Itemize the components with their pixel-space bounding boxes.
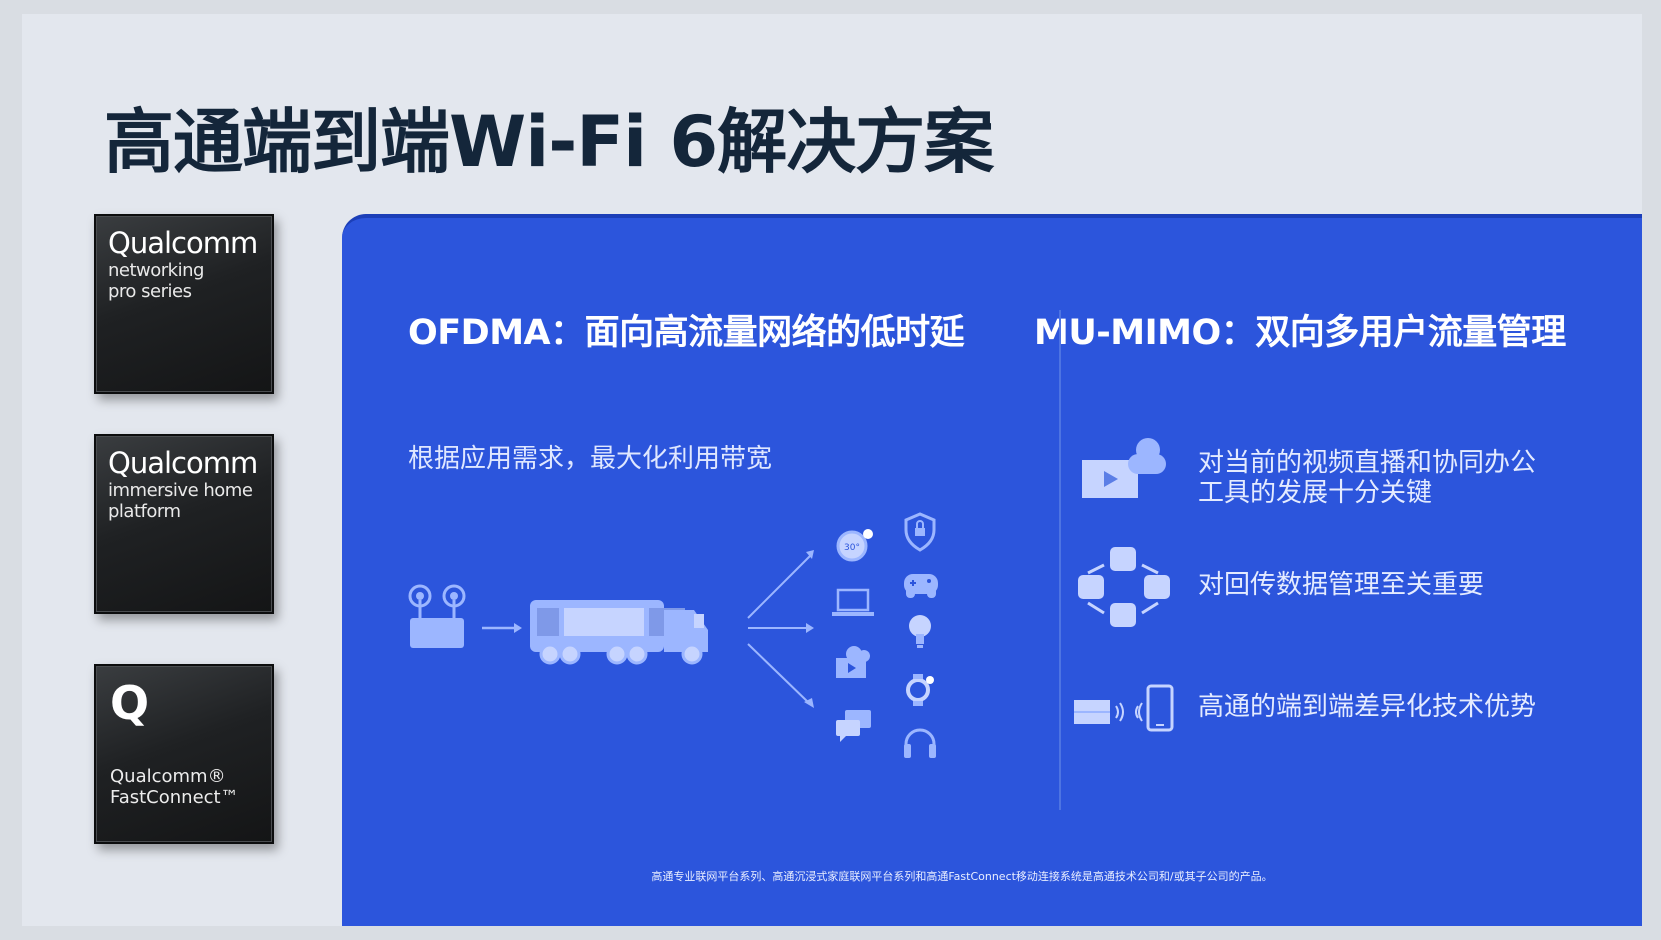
chat-icon <box>836 710 871 742</box>
chip-subtitle: networking pro series <box>108 260 268 302</box>
thermostat-value: 30° <box>844 543 860 553</box>
column-divider <box>1059 310 1061 810</box>
ofdma-diagram: 30° <box>408 512 938 758</box>
device-signal-icon <box>1074 684 1174 732</box>
feature-text-2: 对回传数据管理至关重要 <box>1198 570 1485 600</box>
arrow-right-icon <box>482 623 522 633</box>
chip-subtitle: immersive home platform <box>108 480 268 522</box>
thermostat-icon: 30° <box>836 529 873 562</box>
networking-pro-chip: Qualcomm networking pro series <box>94 214 274 394</box>
ofdma-subtitle: 根据应用需求，最大化利用带宽 <box>408 444 773 474</box>
mumimo-heading: MU-MIMO：双向多用户流量管理 <box>1034 313 1566 353</box>
feature-text-3: 高通的端到端差异化技术优势 <box>1198 692 1537 722</box>
chip-line1: networking <box>108 260 204 281</box>
footnote: 高通专业联网平台系列、高通沉浸式家庭联网平台系列和高通FastConnect移动… <box>651 870 1273 883</box>
chip-line1: Qualcomm® <box>110 766 226 787</box>
ofdma-heading: OFDMA：面向高流量网络的低时延 <box>408 313 965 353</box>
watch-icon <box>906 674 934 706</box>
slide: 高通端到端Wi-Fi 6解决方案 Qualcomm networking pro… <box>22 14 1642 926</box>
laptop-icon <box>832 588 874 616</box>
qualcomm-q-logo: Q <box>110 676 150 730</box>
chip-line1: immersive home <box>108 480 253 501</box>
headphones-icon <box>904 728 936 758</box>
chip-line2: pro series <box>108 281 192 302</box>
cloud-video-icon <box>836 646 870 678</box>
network-cycle-icon <box>1078 547 1170 627</box>
truck-icon <box>530 600 708 665</box>
content-panel: OFDMA：面向高流量网络的低时延 MU-MIMO：双向多用户流量管理 根据应用… <box>342 214 1642 926</box>
feature-text-1: 对当前的视频直播和协同办公工具的发展十分关键 <box>1198 448 1537 508</box>
shield-lock-icon <box>904 512 936 552</box>
fan-out-arrows <box>747 550 814 708</box>
chip-line2: platform <box>108 501 181 522</box>
router-icon <box>408 584 466 648</box>
chip-brand: Qualcomm <box>108 226 258 260</box>
gamepad-icon <box>904 574 938 598</box>
cloud-video-icon <box>1082 438 1166 498</box>
lightbulb-icon <box>909 615 931 648</box>
immersive-home-chip: Qualcomm immersive home platform <box>94 434 274 614</box>
chip-subtitle: Qualcomm® FastConnect™ <box>110 766 239 808</box>
page-title: 高通端到端Wi-Fi 6解决方案 <box>104 101 994 183</box>
chip-line2: FastConnect™ <box>110 787 239 808</box>
fastconnect-chip: Q Qualcomm® FastConnect™ <box>94 664 274 844</box>
chip-brand: Qualcomm <box>108 446 258 480</box>
